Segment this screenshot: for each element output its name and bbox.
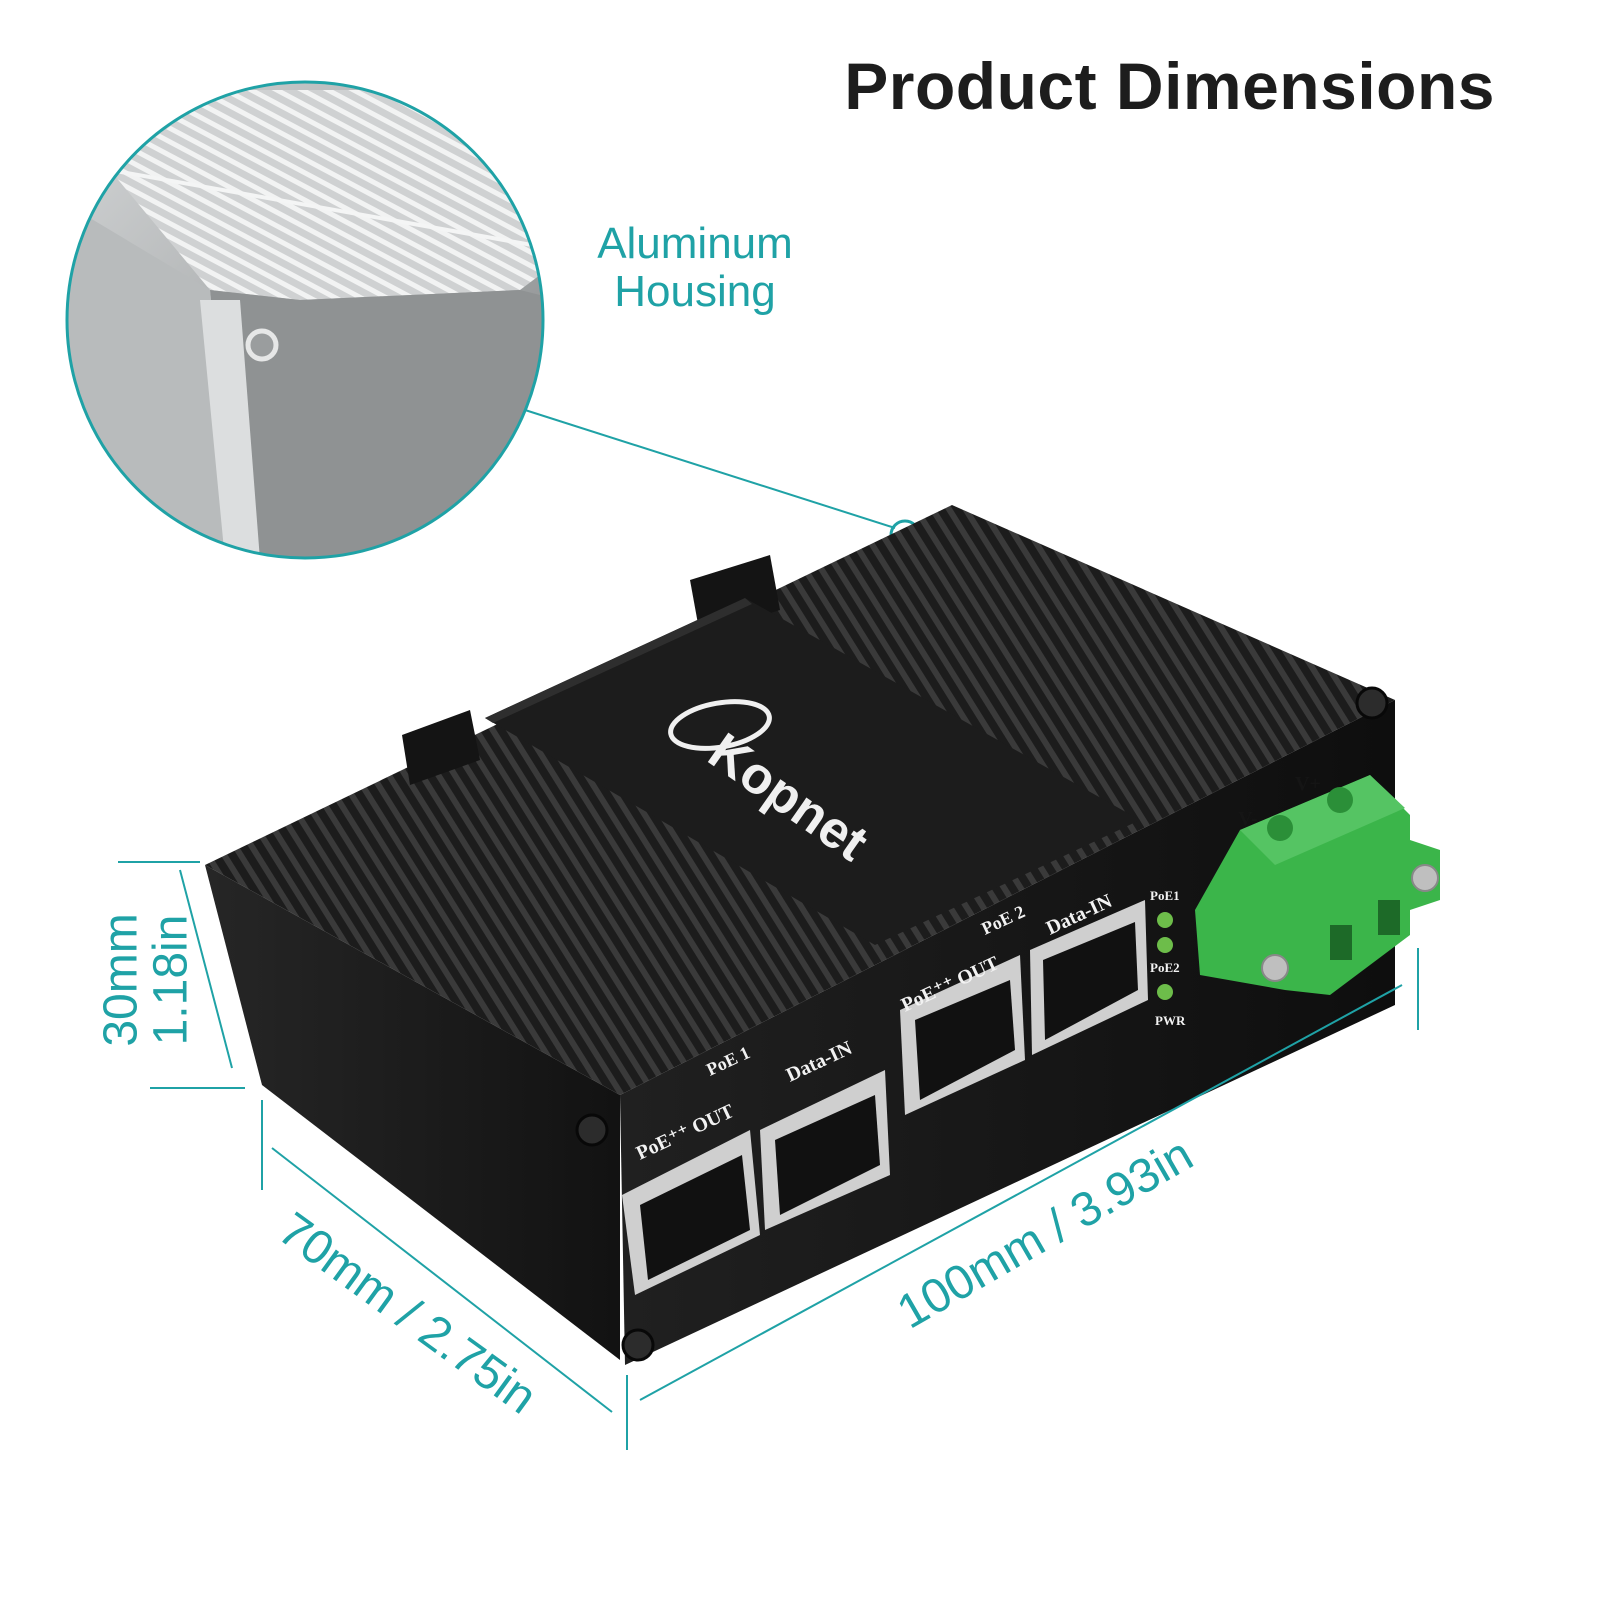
port-group-2: [900, 900, 1148, 1115]
callout-leader-line: [524, 409, 896, 529]
screw-icon: [1355, 686, 1389, 720]
logo-plate: [485, 598, 1140, 945]
terminal-plus-label: V+: [1295, 773, 1321, 795]
terminal-minus-label: V-: [1238, 808, 1258, 830]
aluminum-zoom-circle: [65, 80, 545, 560]
screw-icon: [1411, 864, 1439, 892]
aluminum-housing-callout: Aluminum Housing: [575, 220, 815, 316]
height-mm: 30mm: [94, 913, 148, 1047]
height-in: 1.18in: [144, 914, 198, 1046]
page-title: Product Dimensions: [844, 49, 1495, 123]
height-dimension-label: 30mm 1.18in: [94, 913, 198, 1047]
din-clip: [402, 710, 480, 785]
power-terminal-block: V- V+: [1195, 773, 1440, 995]
led-poe1-icon: [1157, 912, 1173, 928]
screw-icon: [621, 1328, 655, 1362]
led-label-poe1: PoE1: [1150, 888, 1180, 903]
side-panel: [205, 865, 620, 1360]
screw-icon: [1261, 954, 1289, 982]
status-leds: PoE1 PoE2 PWR: [1150, 888, 1186, 1028]
screw-icon: [575, 1113, 609, 1147]
led-pwr-icon: [1157, 984, 1173, 1000]
led-label-pwr: PWR: [1155, 1013, 1186, 1028]
callout-line-1: Aluminum: [597, 219, 793, 268]
dimension-lines: [118, 861, 1419, 1450]
callout-line-2: Housing: [614, 267, 776, 316]
led-label-poe2: PoE2: [1150, 960, 1180, 975]
port-group-1: [622, 1070, 890, 1295]
led-icon: [1157, 937, 1173, 953]
